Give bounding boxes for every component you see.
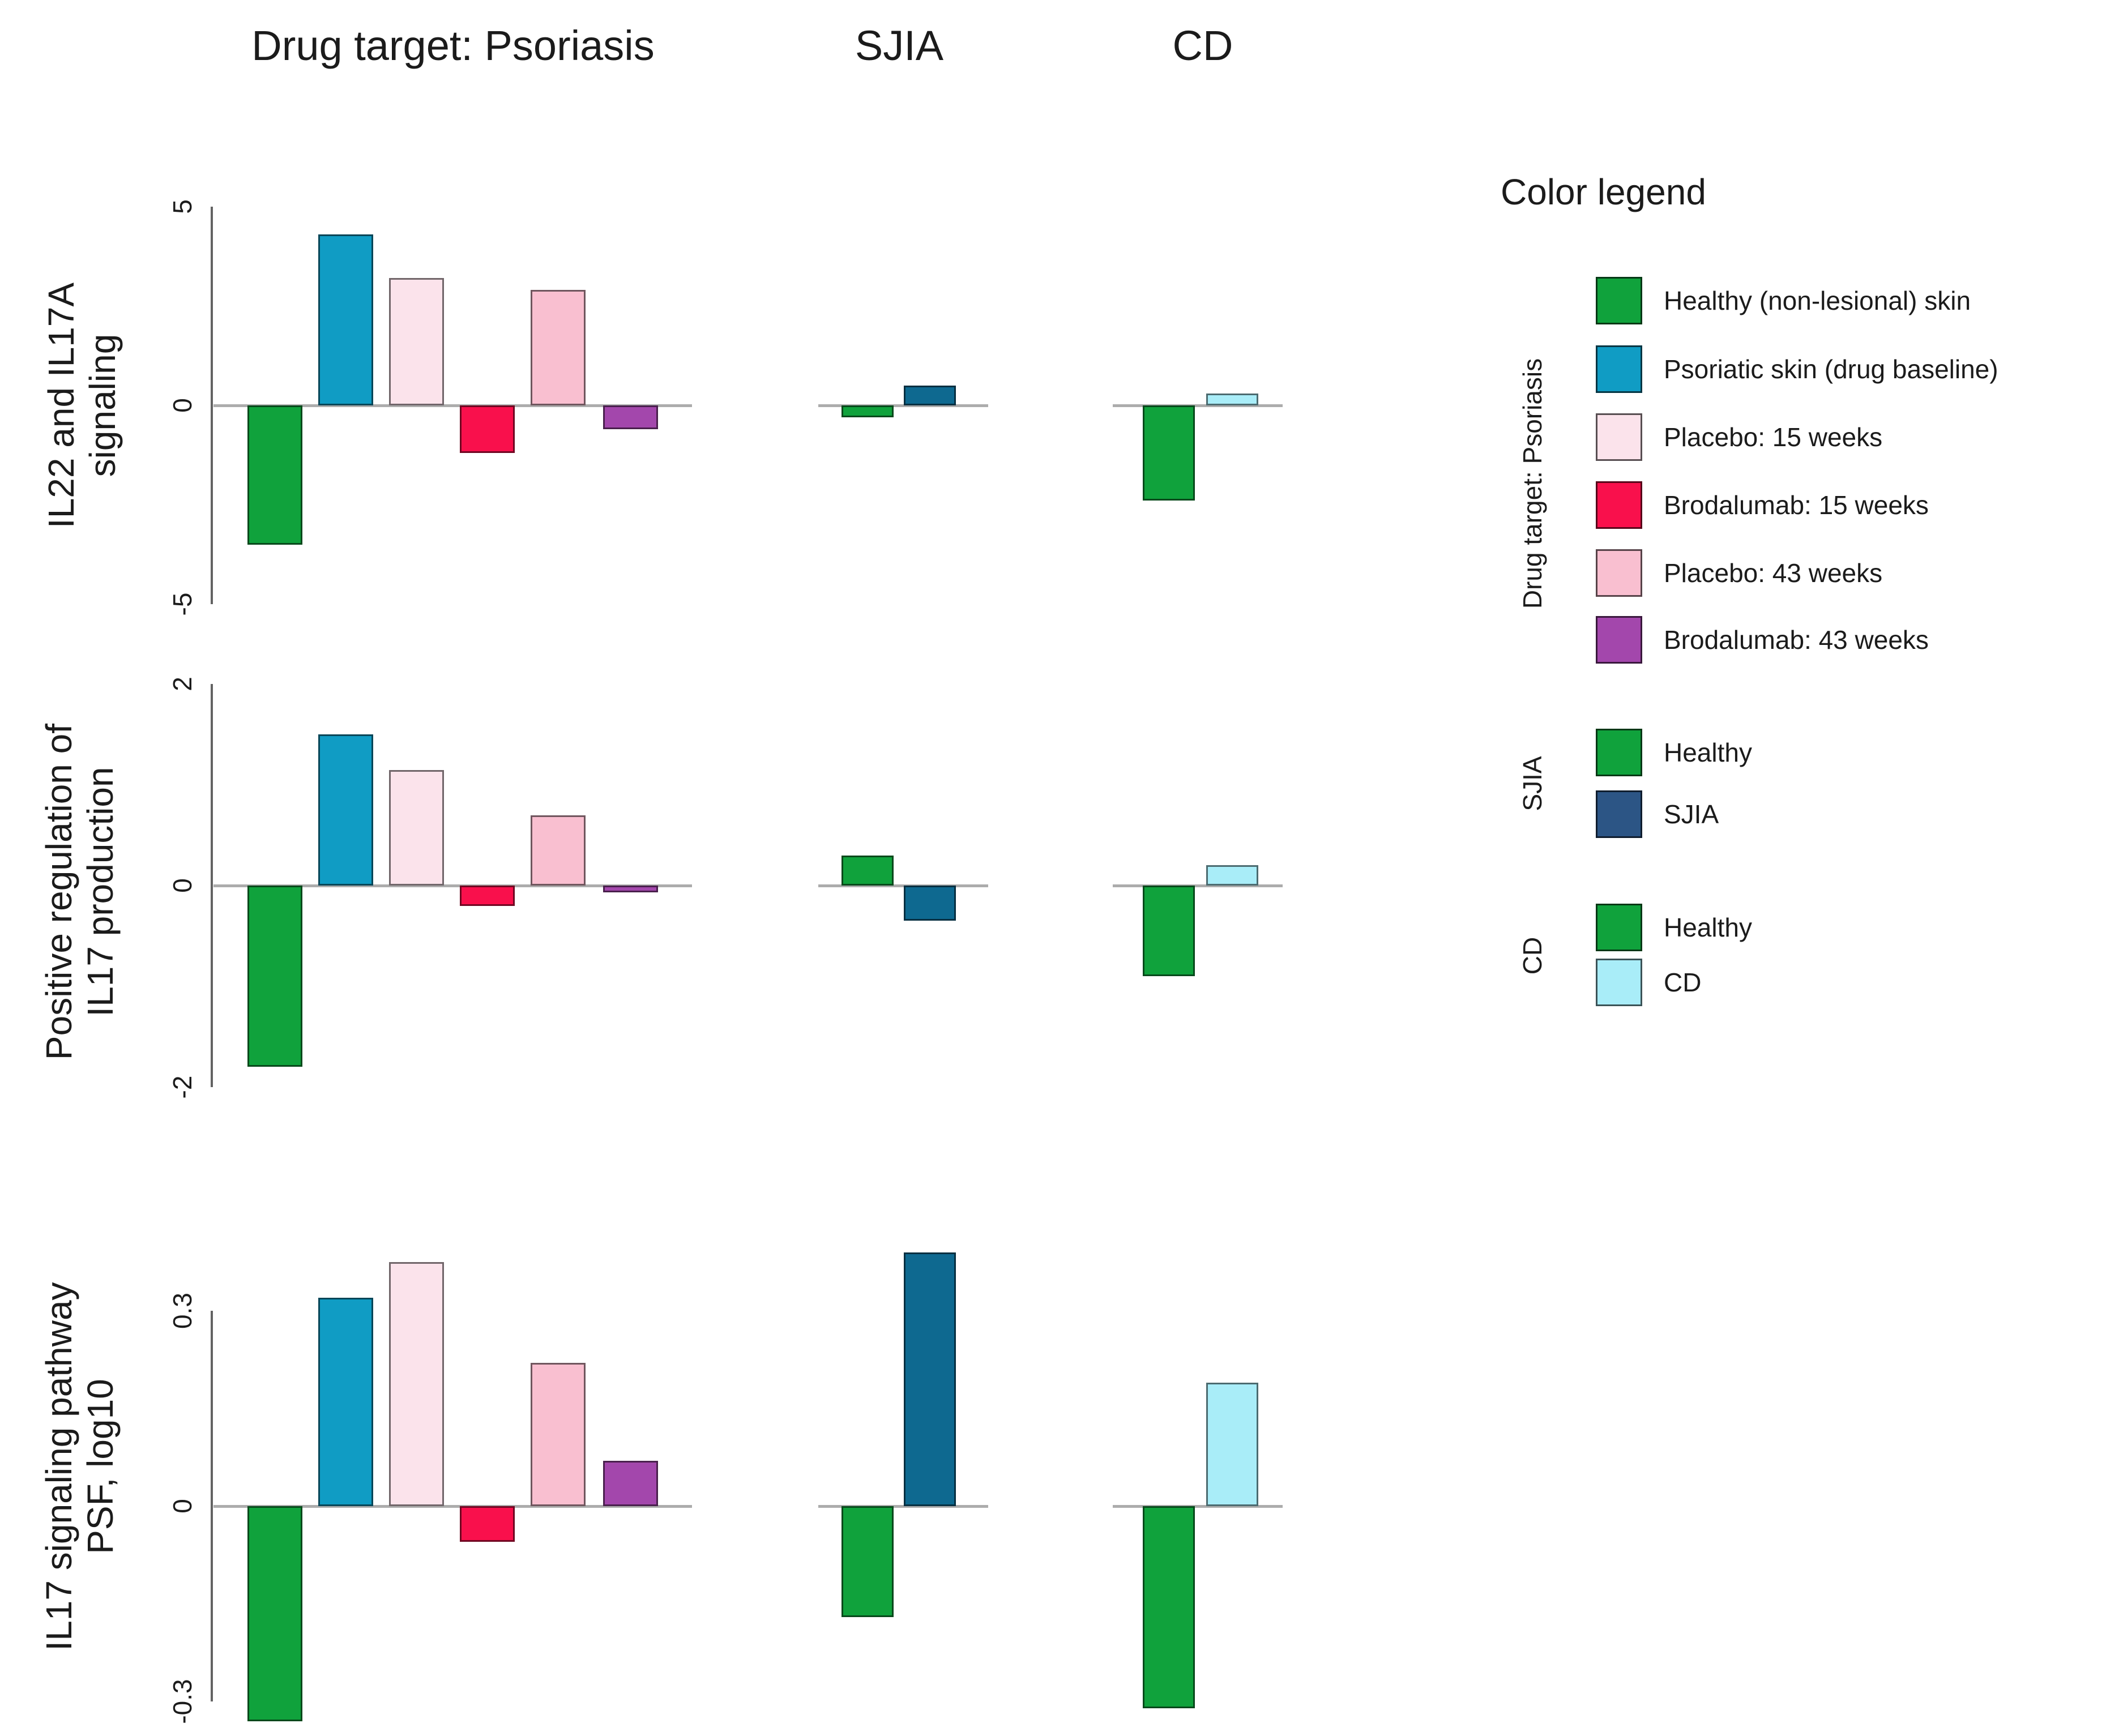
legend-item: SJIA <box>1596 790 1719 838</box>
bar-drug-target-psoriasis-psoriatic-skin-drug-baseline-row1 <box>318 234 373 405</box>
zero-line-cd <box>1113 884 1283 887</box>
row-label-line: PSF, log10 <box>79 1379 121 1554</box>
legend-item: Psoriatic skin (drug baseline) <box>1596 345 1998 393</box>
legend-title: Color legend <box>1501 172 1706 212</box>
legend-item: Placebo: 15 weeks <box>1596 413 1882 461</box>
zero-line-cd <box>1113 404 1283 407</box>
bar-drug-target-psoriasis-placebo-43-weeks-row2 <box>531 815 586 886</box>
bar-cd-healthy-row1 <box>1143 405 1195 501</box>
bar-drug-target-psoriasis-healthy-non-lesional-skin-row1 <box>247 405 302 545</box>
bar-drug-target-psoriasis-placebo-43-weeks-row3 <box>531 1363 586 1506</box>
row-label-line: signaling <box>82 333 123 477</box>
bar-cd-healthy-row3 <box>1143 1506 1195 1708</box>
y-tick-label: 0 <box>168 1499 197 1513</box>
bar-drug-target-psoriasis-placebo-15-weeks-row2 <box>389 769 444 886</box>
bar-sjia-healthy-row3 <box>841 1506 894 1617</box>
bar-drug-target-psoriasis-brodalumab-43-weeks-row3 <box>603 1460 658 1506</box>
bar-drug-target-psoriasis-brodalumab-15-weeks-row2 <box>460 886 515 906</box>
legend-item: CD <box>1596 959 1701 1006</box>
column-title-sjia: SJIA <box>855 22 944 69</box>
legend-side-label-sjia: SJIA <box>1518 756 1547 811</box>
legend-item-label: Brodalumab: 43 weeks <box>1664 625 1929 655</box>
column-title-cd: CD <box>1172 22 1233 69</box>
y-axis-row1 <box>211 207 213 604</box>
legend-item: Placebo: 43 weeks <box>1596 549 1882 597</box>
bar-drug-target-psoriasis-placebo-43-weeks-row1 <box>531 290 586 405</box>
legend-item-label: Psoriatic skin (drug baseline) <box>1664 354 1998 384</box>
legend-side-label-psoriasis: Drug target: Psoriasis <box>1518 358 1547 609</box>
legend-swatch-healthy <box>1596 904 1642 951</box>
row-label-line: IL17 signaling pathway <box>39 1282 79 1651</box>
zero-line-drug-target-psoriasis <box>213 1505 692 1508</box>
y-tick-label: -0.3 <box>168 1679 197 1724</box>
legend-item-label: Placebo: 43 weeks <box>1664 558 1883 588</box>
bar-drug-target-psoriasis-brodalumab-15-weeks-row3 <box>460 1506 515 1542</box>
bar-drug-target-psoriasis-brodalumab-43-weeks-row1 <box>603 405 658 430</box>
legend-swatch-sjia <box>1596 790 1642 838</box>
bar-drug-target-psoriasis-healthy-non-lesional-skin-row3 <box>247 1506 302 1721</box>
legend-swatch-healthy <box>1596 729 1642 776</box>
legend-swatch-brodalumab-43-weeks <box>1596 616 1642 664</box>
y-tick-label: 2 <box>168 677 197 692</box>
legend-item: Healthy <box>1596 729 1752 776</box>
legend-swatch-healthy-non-lesional-skin <box>1596 277 1642 324</box>
bar-drug-target-psoriasis-placebo-15-weeks-row3 <box>389 1262 444 1506</box>
zero-line-sjia <box>818 884 988 887</box>
y-tick-label: 0 <box>168 878 197 893</box>
zero-line-cd <box>1113 1505 1283 1508</box>
bar-sjia-healthy-row2 <box>841 855 894 886</box>
bar-sjia-sjia-row3 <box>904 1252 956 1506</box>
legend-swatch-cd <box>1596 959 1642 1006</box>
bar-drug-target-psoriasis-psoriatic-skin-drug-baseline-row3 <box>318 1298 373 1506</box>
y-tick-label: 0.3 <box>168 1293 197 1329</box>
bar-cd-cd-row3 <box>1206 1382 1258 1506</box>
legend-item-label: Placebo: 15 weeks <box>1664 422 1883 452</box>
legend-item-label: Healthy <box>1664 913 1752 942</box>
zero-line-sjia <box>818 1505 988 1508</box>
y-tick-label: 5 <box>168 199 197 214</box>
legend-item-label: CD <box>1664 968 1702 997</box>
legend-swatch-placebo-15-weeks <box>1596 413 1642 461</box>
legend-item-label: SJIA <box>1664 799 1719 829</box>
bar-cd-cd-row1 <box>1206 393 1258 405</box>
legend-item-label: Healthy (non-lesional) skin <box>1664 286 1971 315</box>
zero-line-drug-target-psoriasis <box>213 404 692 407</box>
bar-drug-target-psoriasis-brodalumab-15-weeks-row1 <box>460 405 515 454</box>
bar-cd-healthy-row2 <box>1143 886 1195 977</box>
bar-drug-target-psoriasis-placebo-15-weeks-row1 <box>389 278 444 405</box>
y-tick-label: -2 <box>168 1075 197 1099</box>
y-tick-label: -5 <box>168 592 197 616</box>
legend-item: Brodalumab: 15 weeks <box>1596 481 1929 529</box>
row-label-line: Positive regulation of <box>39 723 79 1061</box>
zero-line-drug-target-psoriasis <box>213 884 692 887</box>
legend-swatch-placebo-43-weeks <box>1596 549 1642 597</box>
column-title-psoriasis: Drug target: Psoriasis <box>251 22 655 69</box>
bar-sjia-sjia-row1 <box>904 385 956 405</box>
y-axis-row3 <box>211 1311 213 1701</box>
legend-item-label: Brodalumab: 15 weeks <box>1664 490 1929 520</box>
bar-sjia-sjia-row2 <box>904 886 956 921</box>
bar-drug-target-psoriasis-healthy-non-lesional-skin-row2 <box>247 886 302 1067</box>
legend-item: Healthy <box>1596 904 1752 951</box>
legend-side-label-cd: CD <box>1518 937 1547 975</box>
bar-cd-cd-row2 <box>1206 865 1258 886</box>
legend-item-label: Healthy <box>1664 738 1752 767</box>
row-label-line: IL22 and IL17A <box>41 282 82 529</box>
legend-swatch-brodalumab-15-weeks <box>1596 481 1642 529</box>
bar-sjia-healthy-row1 <box>841 405 894 418</box>
bar-drug-target-psoriasis-brodalumab-43-weeks-row2 <box>603 886 658 893</box>
legend-item: Healthy (non-lesional) skin <box>1596 277 1971 324</box>
y-axis-row2 <box>211 684 213 1087</box>
y-tick-label: 0 <box>168 398 197 413</box>
bar-drug-target-psoriasis-psoriatic-skin-drug-baseline-row2 <box>318 734 373 886</box>
legend-item: Brodalumab: 43 weeks <box>1596 616 1929 664</box>
row-label-line: IL17 production <box>79 767 121 1017</box>
legend-swatch-psoriatic-skin-drug-baseline <box>1596 345 1642 393</box>
zero-line-sjia <box>818 404 988 407</box>
